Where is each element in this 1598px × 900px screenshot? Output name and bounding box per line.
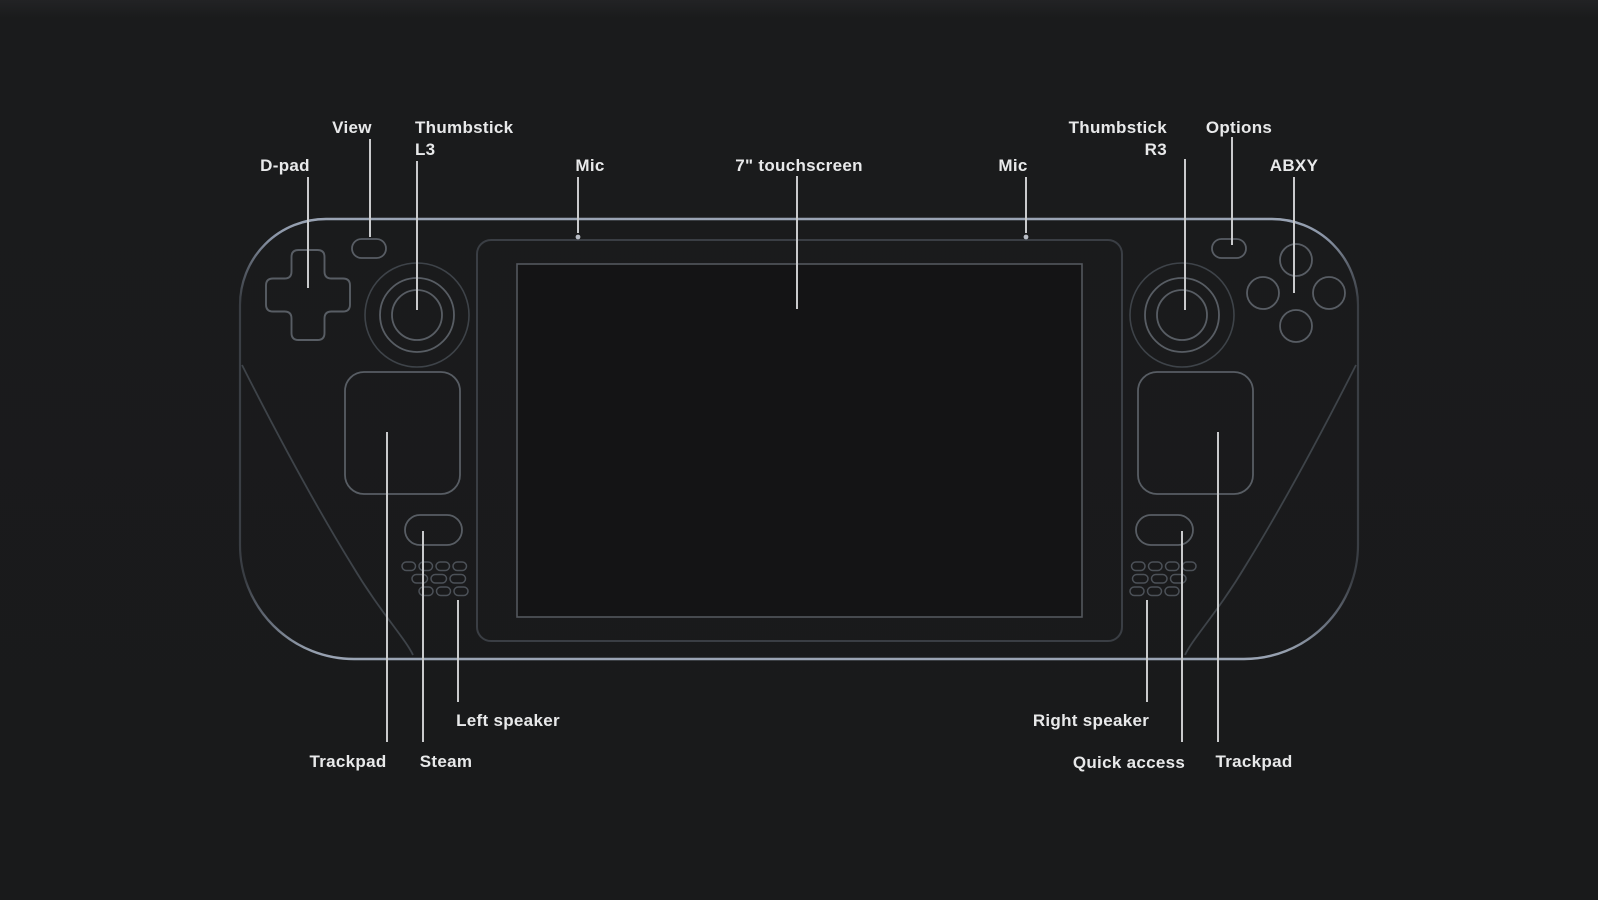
touchscreen-label: 7" touchscreen — [735, 156, 863, 175]
dpad — [265, 249, 351, 341]
y-button — [1279, 243, 1313, 277]
right-trackpad — [1137, 371, 1254, 495]
dpad-label: D-pad — [260, 156, 310, 175]
right-grip-contour — [1184, 364, 1357, 656]
callout-lines — [307, 137, 1295, 742]
view-label: View — [332, 118, 372, 137]
left-controls — [265, 238, 470, 597]
device-body — [238, 217, 1360, 661]
left-speaker-label: Left speaker — [456, 711, 560, 730]
touchscreen — [516, 263, 1083, 618]
callout-labels: D-pad View Thumbstick L3 Mic 7" touchscr… — [260, 118, 1318, 772]
trackpad-left-label: Trackpad — [309, 752, 386, 771]
screen-assembly — [476, 234, 1123, 642]
quick-access-button — [1135, 514, 1194, 546]
body-edge-highlight — [238, 217, 1360, 661]
left-grip-contour — [241, 364, 414, 656]
screen-bezel — [476, 239, 1123, 642]
a-button — [1279, 309, 1313, 343]
steam-label: Steam — [420, 752, 473, 771]
x-button — [1246, 276, 1280, 310]
view-button — [351, 238, 387, 259]
trackpad-right-label: Trackpad — [1215, 752, 1292, 771]
mic-right-dot — [1023, 234, 1029, 240]
thumbstick-right-label-line1: Thumbstick — [1069, 118, 1168, 137]
right-controls — [1129, 238, 1346, 597]
mic-left-label: Mic — [575, 156, 604, 175]
options-label: Options — [1206, 118, 1272, 137]
steam-button — [404, 514, 463, 546]
mic-left-dot — [575, 234, 581, 240]
right-speaker-label: Right speaker — [1033, 711, 1149, 730]
options-button — [1211, 238, 1247, 259]
thumbstick-left-label-line1: Thumbstick — [415, 118, 514, 137]
abxy-buttons — [1246, 243, 1346, 343]
mic-right-label: Mic — [998, 156, 1027, 175]
abxy-label: ABXY — [1270, 156, 1319, 175]
b-button — [1312, 276, 1346, 310]
quick-access-label: Quick access — [1073, 753, 1185, 772]
right-thumbstick — [1129, 262, 1235, 368]
thumbstick-right-label-line2: R3 — [1145, 140, 1167, 159]
thumbstick-left-label-line2: L3 — [415, 140, 435, 159]
left-trackpad — [344, 371, 461, 495]
right-speaker-grille — [1129, 561, 1197, 597]
left-speaker-grille — [401, 561, 469, 597]
